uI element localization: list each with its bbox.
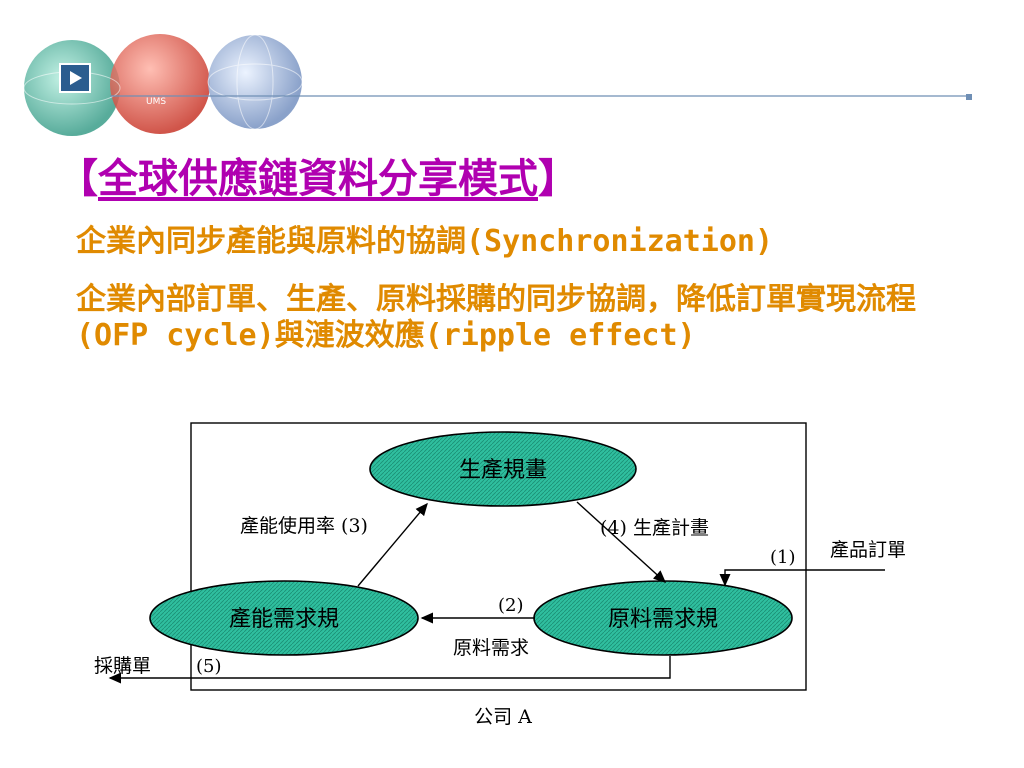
- label-step-1: (1): [770, 547, 796, 568]
- title-close-bracket: 】: [538, 155, 578, 202]
- label-purchase-order: 採購單: [94, 655, 151, 677]
- bullet-text-2: 企業內部訂單、生產、原料採購的同步協調，降低訂單實現流程(OFP cycle)與…: [76, 282, 916, 353]
- edge-production-to-material: [576, 501, 667, 583]
- bullet-text-1: 企業內同步產能與原料的協調(Synchronization): [76, 224, 774, 259]
- node-capacity-planning: [149, 580, 419, 656]
- label-step-5: (5): [196, 656, 222, 677]
- play-button[interactable]: [59, 63, 91, 93]
- play-icon: [70, 71, 82, 85]
- company-boundary: [190, 422, 807, 691]
- header-badge: UMS: [146, 97, 166, 107]
- label-product-order: 產品訂單: [830, 539, 906, 561]
- diagram-caption: 公司 A: [474, 706, 532, 728]
- node-label-left: 產能需求規: [229, 607, 339, 632]
- label-capacity-utilization: 產能使用率 (3): [240, 515, 368, 537]
- node-label-right: 原料需求規: [608, 607, 718, 632]
- node-production-planning: [369, 431, 637, 507]
- edge-capacity-to-production: [357, 502, 428, 587]
- edge-purchase-out: [108, 656, 671, 684]
- title-text: 全球供應鏈資料分享模式: [98, 155, 538, 202]
- node-label-top: 生產規畫: [459, 458, 547, 483]
- label-material-demand: 原料需求: [453, 637, 529, 659]
- header-rule-end: [966, 94, 972, 100]
- label-step-2: (2): [498, 595, 524, 616]
- edge-order-in: [719, 569, 885, 587]
- company-flow-diagram: 生產規畫 產能需求規 原料需求規 產能使用率 (3) (4) 生產計畫 (2) …: [94, 422, 906, 728]
- header-banner: UMS: [23, 34, 972, 136]
- label-production-plan: (4) 生產計畫: [600, 517, 709, 539]
- page-title: 【全球供應鏈資料分享模式】: [58, 146, 578, 204]
- globe-icon: [110, 34, 210, 134]
- globe-icon: [208, 35, 302, 129]
- title-open-bracket: 【: [58, 155, 98, 202]
